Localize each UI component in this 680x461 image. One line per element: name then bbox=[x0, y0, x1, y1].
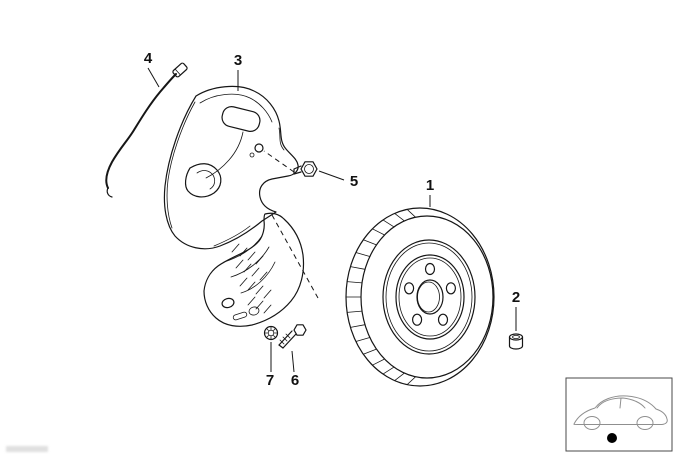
washer-drawing bbox=[263, 325, 279, 341]
wire-path bbox=[105, 73, 177, 189]
car-sketch bbox=[573, 395, 668, 430]
shield-left-inner-edge bbox=[166, 101, 196, 229]
callout-6[interactable]: 6 bbox=[291, 372, 299, 389]
shield-lower-edge-line bbox=[213, 225, 251, 247]
plug-bottom bbox=[508, 345, 524, 350]
washer-serrations bbox=[264, 326, 278, 340]
callout-4[interactable]: 4 bbox=[144, 50, 153, 67]
shield-lower-hole-2 bbox=[248, 306, 260, 316]
plug-screw-drawing bbox=[508, 333, 524, 350]
shield-lower-slot bbox=[232, 311, 248, 321]
disc-friction-inner-edge-2 bbox=[385, 242, 473, 352]
disc-lug-holes bbox=[404, 262, 456, 326]
car-greenhouse bbox=[596, 397, 646, 409]
car-body bbox=[573, 395, 668, 425]
screw-tip bbox=[278, 344, 284, 349]
car-pillar bbox=[619, 397, 622, 409]
callout-7[interactable]: 7 bbox=[266, 372, 274, 389]
shield-hatching bbox=[231, 243, 272, 314]
bolt-5-assembly-dash bbox=[263, 150, 295, 173]
shield-right-notch bbox=[278, 127, 285, 151]
disc-center-bore-depth bbox=[417, 281, 440, 313]
disc-hat-outer bbox=[395, 254, 465, 340]
callout-1[interactable]: 1 bbox=[426, 177, 434, 194]
screw-threads bbox=[279, 333, 291, 345]
shield-bolt-hole bbox=[254, 143, 264, 153]
disc-center-bore bbox=[416, 279, 444, 315]
axle-location-dot bbox=[607, 433, 617, 443]
shield-small-hole bbox=[249, 152, 255, 158]
car-front-wheel bbox=[583, 416, 601, 430]
shield-emboss-inner bbox=[196, 170, 216, 190]
car-rear-wheel bbox=[636, 416, 654, 430]
shield-rib-1 bbox=[223, 235, 263, 263]
car-inset bbox=[565, 377, 673, 452]
callouts: 1 2 3 4 5 6 7 bbox=[144, 50, 520, 389]
hex-bolt-drawing bbox=[293, 161, 318, 177]
callout-2[interactable]: 2 bbox=[512, 289, 520, 306]
screw-head bbox=[293, 324, 307, 336]
screw-shank-edge-2 bbox=[278, 330, 293, 346]
washer-inner bbox=[267, 329, 275, 337]
bolt-5-head-face bbox=[304, 164, 314, 174]
shield-emboss-outer bbox=[184, 163, 222, 198]
bolt-5-head bbox=[300, 161, 318, 177]
splash-shield-drawing bbox=[163, 85, 319, 327]
screw-drawing bbox=[278, 324, 307, 349]
car-inset-frame bbox=[565, 377, 673, 452]
callout-5[interactable]: 5 bbox=[350, 173, 358, 190]
shield-lower-outline bbox=[203, 212, 305, 327]
shield-rib-3 bbox=[240, 261, 276, 294]
leader-4 bbox=[147, 67, 160, 88]
shield-cutout bbox=[221, 106, 261, 132]
shield-upper-outline bbox=[163, 85, 299, 250]
callout-3[interactable]: 3 bbox=[234, 52, 242, 69]
shield-fold-line bbox=[205, 131, 244, 179]
bolt-5-shank bbox=[293, 165, 302, 175]
shield-lower-hole-1 bbox=[221, 297, 235, 309]
plug-top bbox=[508, 333, 524, 341]
leader-5 bbox=[318, 170, 345, 181]
disc-vent-ticks bbox=[345, 208, 416, 386]
brake-disc-drawing bbox=[345, 207, 495, 387]
screw-shank-edge-1 bbox=[282, 333, 297, 349]
leader-6 bbox=[291, 350, 295, 373]
plug-top-inner bbox=[512, 334, 520, 339]
wire-tail bbox=[106, 187, 113, 198]
disc-hat-edge bbox=[398, 257, 462, 337]
footer-code-smudge bbox=[6, 446, 48, 452]
wire-connector bbox=[172, 62, 188, 78]
lower-shield-assembly-dash bbox=[271, 214, 319, 299]
shield-upper-inner-edge bbox=[199, 93, 273, 123]
shield-rib-2 bbox=[230, 246, 270, 278]
sensor-wire-drawing bbox=[105, 62, 188, 198]
disc-friction-inner-edge bbox=[382, 239, 476, 355]
